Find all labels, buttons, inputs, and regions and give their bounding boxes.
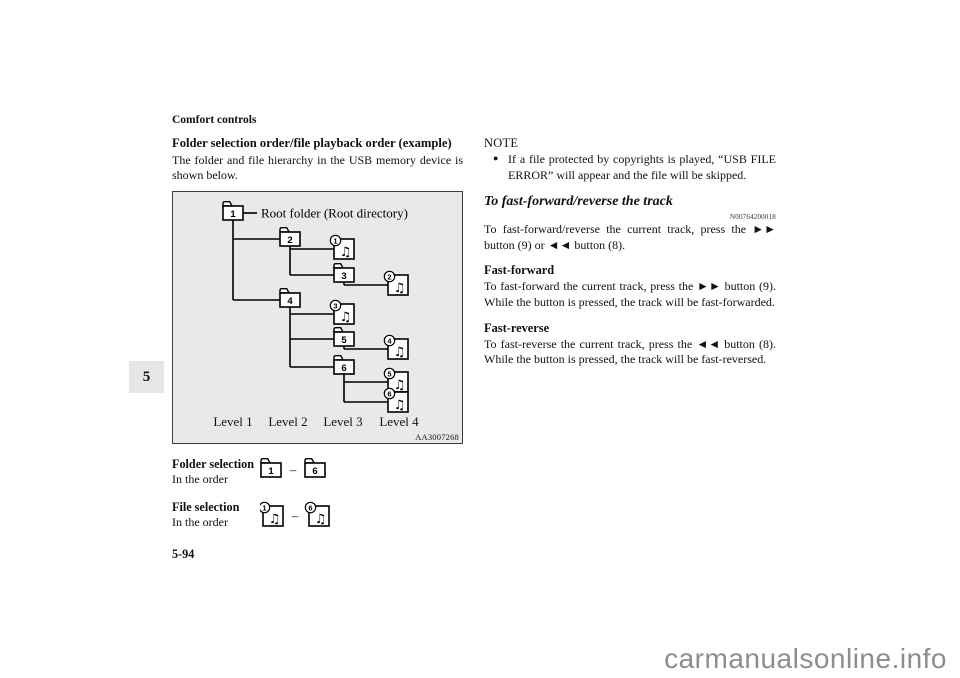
paragraph-code: N00764200018 [730,213,776,222]
fast-forward-title: Fast-forward [484,263,555,278]
folder-icon: 1 [222,200,244,221]
svg-text:♫: ♫ [269,512,281,527]
music-file-icon: ♫5 [383,367,409,393]
page-number: 5-94 [172,547,195,561]
fast-reverse-title: Fast-reverse [484,320,550,335]
svg-text:4: 4 [287,296,293,307]
level-1-label: Level 1 [213,413,253,429]
folder-tree-svg: Root folder (Root directory)12♫13♫24♫35♫… [222,200,409,413]
watermark: carmanualsonline.info [664,643,947,674]
music-file-icon: ♫6 [383,387,409,413]
folder-selection-title: Folder selection [172,456,255,471]
svg-text:3: 3 [333,301,337,310]
svg-text:1: 1 [333,236,337,245]
music-file-icon: ♫6 [304,501,330,527]
level-4-label: Level 4 [379,413,419,429]
svg-text:♫: ♫ [340,245,352,260]
file-selection-legend: File selection In the order ♫1–♫6 [172,500,463,530]
folder-icon: 4 [279,287,301,308]
svg-text:6: 6 [341,363,346,374]
folder-selection-sub: In the order [172,472,228,487]
svg-text:1: 1 [230,209,236,220]
svg-text:1: 1 [262,503,266,512]
folder-icon: 3 [333,262,355,283]
svg-text:3: 3 [341,271,346,282]
note-text: If a file protected by copyrights is pla… [508,152,776,182]
music-file-icon: ♫1 [260,501,284,527]
folder-icon: 6 [333,354,355,375]
fast-reverse-text: To fast-reverse the current track, press… [484,336,776,367]
section-title: Folder selection order/file playback ord… [172,136,452,150]
svg-text:2: 2 [387,272,391,281]
svg-text:5: 5 [341,335,347,346]
svg-text:♫: ♫ [394,378,406,393]
bullet-icon: ● [493,153,499,163]
folder-icon: 6 [304,457,326,478]
svg-text:6: 6 [308,503,312,512]
root-folder-label: Root folder (Root directory) [261,205,408,220]
folder-icon: 2 [279,226,301,247]
music-file-icon: ♫4 [383,334,409,360]
music-file-icon: ♫1 [329,234,355,260]
file-selection-sub: In the order [172,515,228,530]
running-header: Comfort controls [172,114,257,126]
fast-forward-reverse-heading: To fast-forward/reverse the track [484,194,673,210]
svg-text:6: 6 [312,466,317,477]
level-2-label: Level 2 [268,413,308,429]
folder-icon: 1 [260,457,282,478]
folder-selection-legend: Folder selection In the order 1 – 6 [172,457,463,487]
svg-text:5: 5 [387,369,391,378]
range-separator: – [289,462,297,477]
folder-range-icons: 1 – 6 [260,457,326,478]
range-separator: – [291,508,299,523]
level-3-label: Level 3 [323,413,363,429]
file-selection-title: File selection [172,500,240,515]
svg-text:♫: ♫ [315,512,327,527]
svg-text:6: 6 [387,389,391,398]
file-range-icons: ♫1–♫6 [260,501,330,527]
svg-text:♫: ♫ [340,310,352,325]
note-label: NOTE [484,136,519,150]
chapter-tab: 5 [129,361,164,393]
intro-paragraph: The folder and file hierarchy in the USB… [172,152,463,183]
svg-text:1: 1 [268,466,274,477]
music-file-icon: ♫2 [383,270,409,296]
music-file-icon: ♫3 [329,299,355,325]
fast-forward-reverse-intro: To fast-forward/reverse the current trac… [484,222,776,252]
right-column: NOTE ● If a file protected by copyrights… [484,136,776,368]
folder-icon: 5 [333,326,355,347]
fast-forward-text: To fast-forward the current track, press… [484,279,776,309]
svg-text:2: 2 [287,235,292,246]
svg-text:♫: ♫ [394,398,406,413]
figure-code: AA3007268 [415,431,459,442]
svg-text:♫: ♫ [394,345,406,360]
svg-text:♫: ♫ [394,281,406,296]
left-column: Folder selection order/file playback ord… [172,136,463,530]
note-item: ● If a file protected by copyrights is p… [484,152,776,183]
svg-text:4: 4 [387,336,392,345]
